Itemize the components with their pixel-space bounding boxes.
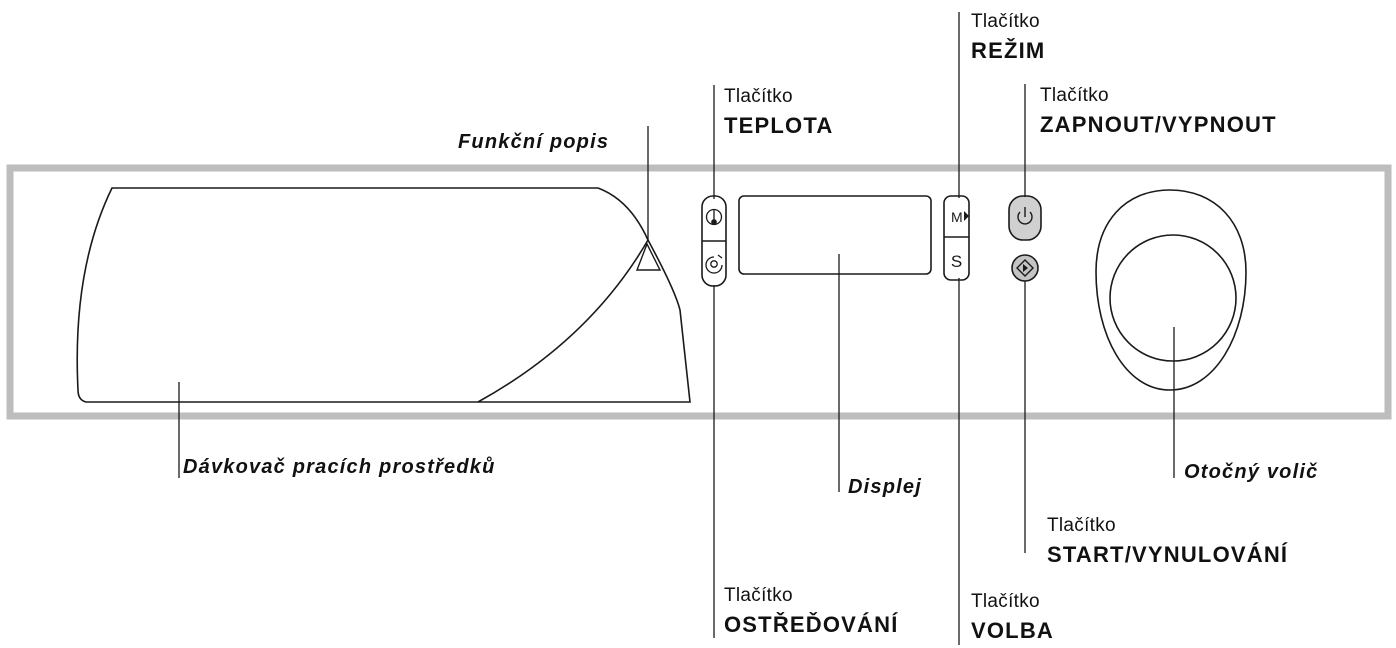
label-detergent-drawer: Dávkovač pracích prostředků (183, 456, 496, 478)
label-name: ZAPNOUT/VYPNOUT (1040, 112, 1277, 137)
label-temperature-button: Tlačítko TEPLOTA (724, 86, 833, 139)
label-display: Displej (848, 476, 922, 498)
label-prefix: Tlačítko (971, 591, 1040, 612)
mode-arrow-icon (964, 211, 969, 221)
label-name: REŽIM (971, 38, 1046, 63)
mode-select-button-group[interactable] (943, 195, 970, 281)
label-functional-description: Funkční popis (458, 131, 610, 153)
label-prefix: Tlačítko (724, 86, 793, 107)
display (738, 195, 932, 275)
power-button[interactable] (1008, 195, 1042, 241)
label-name: OSTŘEĎOVÁNÍ (724, 612, 899, 637)
label-prefix: Tlačítko (724, 585, 793, 606)
label-start-reset-button: Tlačítko START/VYNULOVÁNÍ (1047, 515, 1288, 568)
detergent-drawer (76, 187, 691, 403)
label-power-button: Tlačítko ZAPNOUT/VYPNOUT (1040, 85, 1277, 138)
mode-button-glyph: M (951, 209, 963, 225)
rotary-selector[interactable] (1095, 189, 1247, 391)
leader-lines (178, 12, 1175, 645)
functional-description-marker (635, 242, 662, 271)
label-spin-button: Tlačítko OSTŘEĎOVÁNÍ (724, 585, 899, 638)
label-prefix: Tlačítko (1040, 85, 1109, 106)
label-name: TEPLOTA (724, 113, 834, 138)
spin-icon (705, 254, 723, 274)
select-button-glyph: S (951, 252, 962, 271)
label-name: VOLBA (971, 618, 1054, 643)
label-prefix: Tlačítko (1047, 515, 1116, 536)
control-panel-frame (6, 164, 1392, 420)
label-prefix: Tlačítko (971, 11, 1040, 32)
thermometer-icon (705, 208, 723, 226)
label-name: START/VYNULOVÁNÍ (1047, 542, 1289, 567)
power-icon (1017, 207, 1033, 225)
label-rotary-selector: Otočný volič (1184, 461, 1319, 483)
label-select-button: Tlačítko VOLBA (971, 591, 1054, 644)
start-diamond-icon (1016, 259, 1034, 277)
label-mode-button: Tlačítko REŽIM (971, 11, 1045, 64)
